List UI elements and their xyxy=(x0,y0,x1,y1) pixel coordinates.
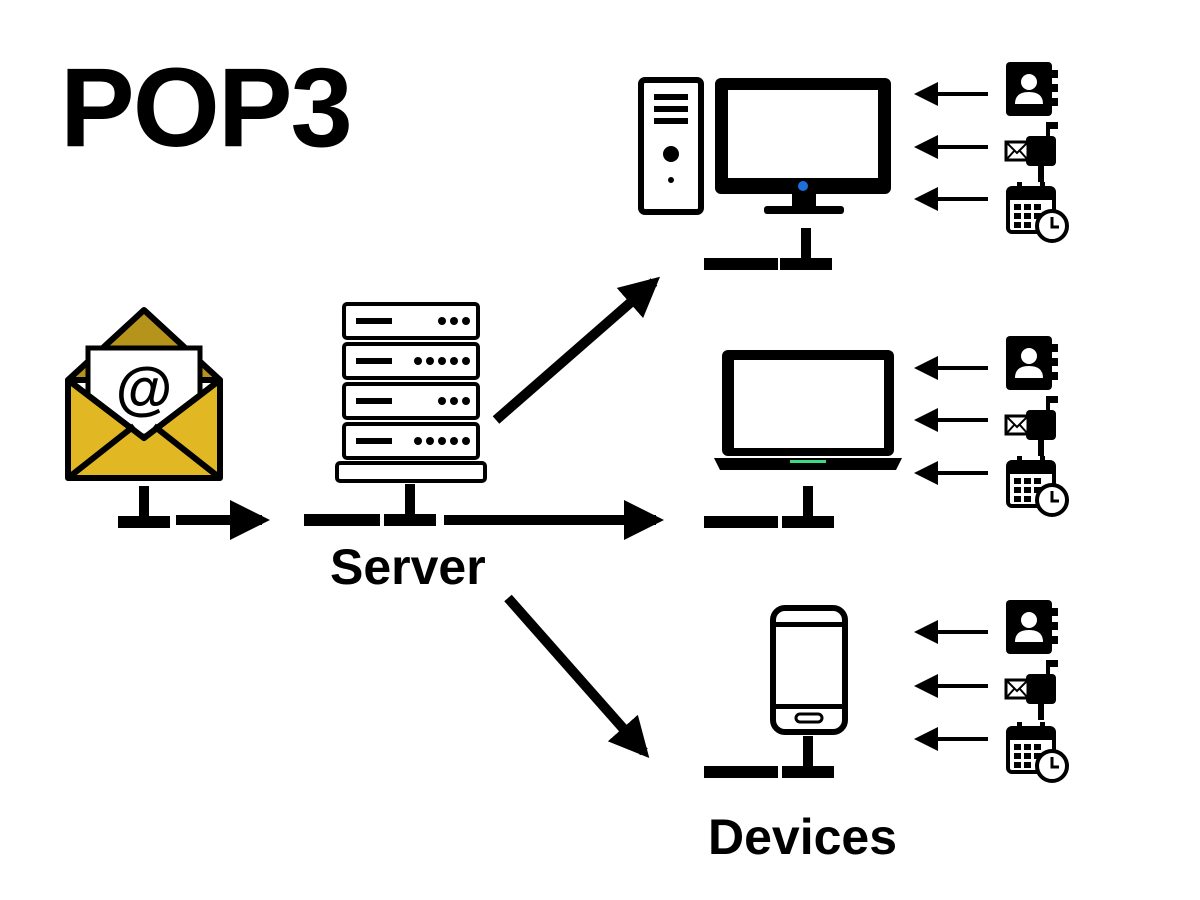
arrow-server-to-phone xyxy=(504,594,650,758)
phone-connector-icon xyxy=(782,736,834,778)
sender-connector-icon xyxy=(118,486,170,528)
desktop-link-stub xyxy=(704,258,778,270)
smartphone-icon xyxy=(770,605,848,735)
devices-label: Devices xyxy=(708,809,898,865)
server-label: Server xyxy=(330,539,486,595)
mailbox-icon xyxy=(1004,120,1060,184)
desktop-synced-items xyxy=(914,62,1069,243)
server-link-stub xyxy=(304,514,380,526)
email-envelope-icon: @ xyxy=(65,307,223,481)
contacts-icon xyxy=(1006,62,1058,116)
page-title: POP3 xyxy=(60,45,353,170)
mailbox-icon xyxy=(1004,394,1060,458)
server-connector-icon xyxy=(384,484,436,526)
phone-link-stub xyxy=(704,766,778,778)
contacts-icon xyxy=(1006,336,1058,390)
laptop-icon xyxy=(714,350,902,470)
laptop-link-stub xyxy=(704,516,778,528)
calendar-clock-icon xyxy=(1006,720,1069,783)
contacts-icon xyxy=(1006,600,1058,654)
laptop-synced-items xyxy=(914,336,1069,517)
calendar-clock-icon xyxy=(1006,454,1069,517)
phone-synced-items xyxy=(914,600,1069,783)
at-sign-icon: @ xyxy=(116,356,173,421)
desktop-connector-icon xyxy=(780,228,832,270)
server-rack-icon xyxy=(335,302,487,483)
calendar-clock-icon xyxy=(1006,180,1069,243)
desktop-computer-icon xyxy=(638,77,891,215)
mailbox-icon xyxy=(1004,658,1060,722)
laptop-connector-icon xyxy=(782,486,834,528)
arrow-server-to-desktop xyxy=(492,276,661,424)
